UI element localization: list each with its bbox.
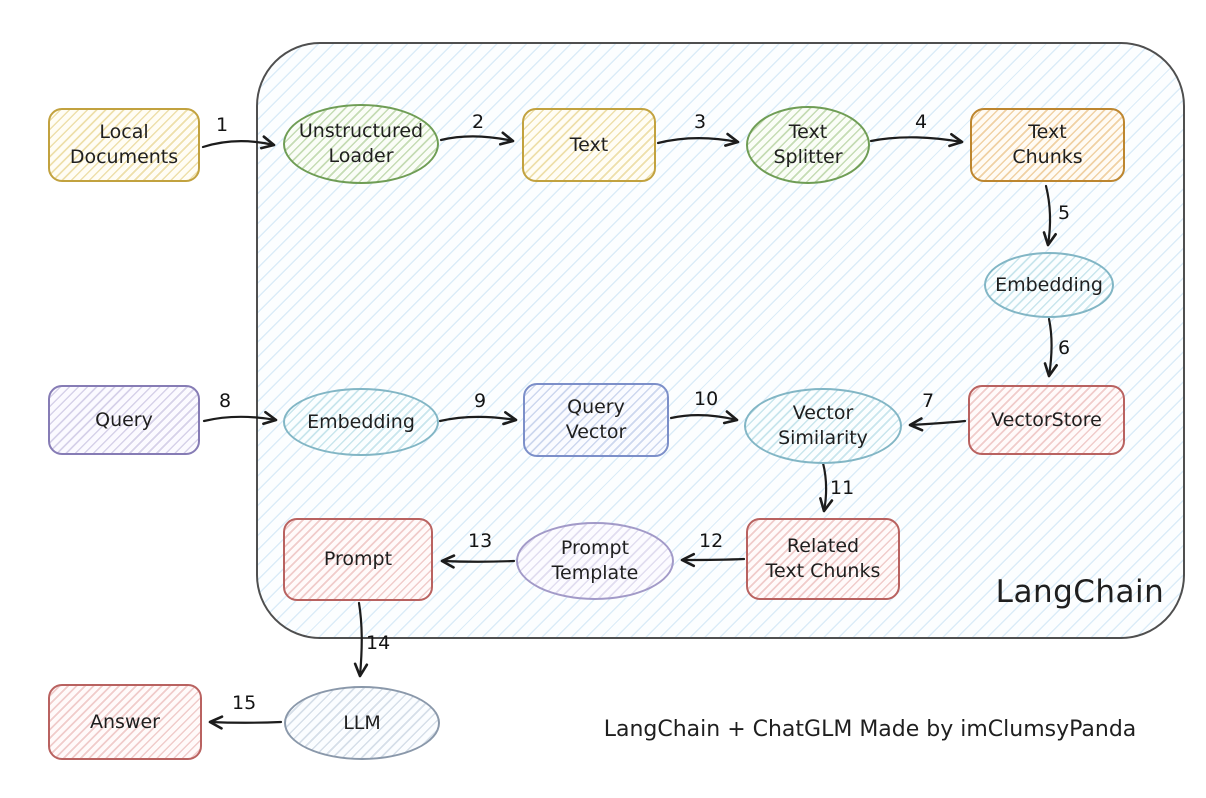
node-embedding-query-label: Embedding (307, 410, 415, 433)
node-prompt-template: Prompt Template (516, 522, 674, 600)
edge-15-arrow (208, 715, 283, 730)
node-unstructured-loader: Unstructured Loader (283, 104, 439, 184)
edge-label-13: 13 (468, 530, 493, 552)
node-text-chunks-label: Text Chunks (1012, 121, 1083, 168)
node-query: Query (48, 385, 200, 455)
edge-label-9: 9 (474, 390, 487, 412)
node-llm-label: LLM (343, 711, 381, 734)
node-prompt-label: Prompt (323, 548, 393, 571)
node-text-chunks: Text Chunks (970, 108, 1125, 182)
edge-label-2: 2 (472, 111, 485, 133)
edge-label-12: 12 (699, 530, 724, 552)
edge-label-1: 1 (216, 114, 229, 136)
node-vectorstore: VectorStore (968, 385, 1125, 455)
diagram-caption: LangChain + ChatGLM Made by imClumsyPand… (603, 717, 1137, 742)
edge-label-4: 4 (915, 111, 928, 133)
node-local-documents: Local Documents (48, 108, 200, 182)
container-title: LangChain (995, 574, 1165, 610)
edge-label-5: 5 (1058, 202, 1071, 224)
edge-label-10: 10 (694, 388, 719, 410)
node-query-vector: Query Vector (523, 383, 669, 457)
edge-label-14: 14 (366, 632, 391, 654)
edge-label-15: 15 (232, 692, 257, 714)
node-answer: Answer (48, 684, 202, 760)
node-query-vector-label: Query Vector (565, 396, 627, 443)
node-vector-similarity: Vector Similarity (744, 388, 902, 464)
node-text-splitter: Text Splitter (746, 106, 870, 184)
node-text-label: Text (569, 133, 609, 156)
node-text-splitter-label: Text Splitter (773, 121, 843, 168)
node-embedding-query: Embedding (283, 388, 439, 456)
edge-label-11: 11 (830, 477, 855, 499)
node-local-documents-label: Local Documents (69, 121, 179, 168)
node-unstructured-loader-label: Unstructured Loader (298, 120, 424, 167)
node-vector-similarity-label: Vector Similarity (778, 402, 868, 449)
node-related-text-chunks-label: Related Text Chunks (765, 535, 881, 582)
node-text: Text (522, 108, 656, 182)
node-embedding-docs-label: Embedding (995, 273, 1103, 296)
edge-label-8: 8 (219, 390, 232, 412)
node-llm: LLM (284, 686, 440, 760)
node-related-text-chunks: Related Text Chunks (746, 518, 900, 600)
node-query-label: Query (95, 408, 153, 431)
edge-label-7: 7 (922, 390, 935, 412)
node-embedding-docs: Embedding (984, 252, 1114, 318)
edge-label-6: 6 (1058, 337, 1071, 359)
node-prompt: Prompt (283, 518, 433, 601)
node-prompt-template-label: Prompt Template (551, 537, 639, 584)
node-answer-label: Answer (90, 710, 160, 733)
edge-label-3: 3 (694, 111, 707, 133)
node-vectorstore-label: VectorStore (991, 408, 1102, 431)
